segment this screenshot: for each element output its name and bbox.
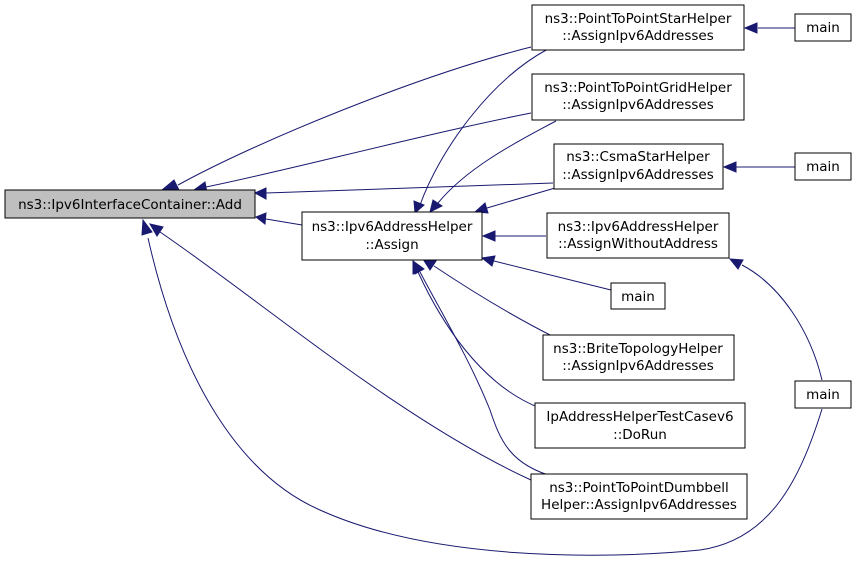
node-ipv6-interface-container-add[interactable]: ns3::Ipv6InterfaceContainer::Add (4, 189, 256, 219)
nodes: ns3::Ipv6InterfaceContainer::Add ns3::Ip… (4, 4, 852, 520)
edge-testcase-to-assign (417, 271, 541, 409)
edge-main-mid-to-assign (493, 260, 612, 291)
arrowhead-main-star-to-p2p-star (743, 22, 758, 34)
node-label-line-2: ::Assign (365, 237, 418, 253)
node-label-line-1: ns3::PointToPointGridHelper (544, 80, 732, 96)
arrowhead-main-mid-to-assign (480, 255, 496, 267)
arrowhead-p2p-star-to-add (160, 179, 180, 191)
node-brite-topology-helper-assign-ipv6[interactable]: ns3::BriteTopologyHelper ::AssignIpv6Add… (542, 334, 735, 381)
arrowhead-assign-to-add (255, 212, 267, 225)
edge-assign-to-add (265, 218, 303, 226)
node-label-line-2: ::AssignWithoutAddress (558, 236, 718, 252)
node-main-csma[interactable]: main (794, 152, 852, 181)
edge-p2p-star-to-add (177, 46, 532, 186)
arrowhead-p2p-star-to-assign (413, 200, 425, 215)
node-ipv6-address-helper-assign-without-address[interactable]: ns3::Ipv6AddressHelper ::AssignWithoutAd… (546, 212, 730, 259)
node-label-line-1: ns3::Ipv6AddressHelper (558, 219, 719, 235)
edge-csma-star-to-add (265, 182, 554, 194)
node-label: main (806, 20, 840, 36)
node-label-line-1: ns3::PointToPointDumbbell (549, 480, 729, 496)
arrowhead-main-right-to-assign-without (728, 258, 744, 270)
edge-p2p-star-to-assign (419, 48, 549, 206)
arrowhead-dumbbell-to-assign (412, 259, 425, 275)
node-label-line-1: ns3::CsmaStarHelper (566, 149, 710, 165)
edge-main-right-to-add (147, 237, 823, 556)
node-label-line-2: ::AssignIpv6Addresses (562, 97, 714, 113)
edge-p2p-grid-to-assign (437, 120, 557, 204)
node-label-line-1: ns3::Ipv6AddressHelper (312, 219, 473, 235)
arrowhead-dumbbell-to-add (148, 223, 164, 237)
node-main-star[interactable]: main (794, 13, 852, 42)
node-label-line-1: IpAddressHelperTestCasev6 (546, 409, 733, 425)
node-label-line-2: ::AssignIpv6Addresses (562, 28, 714, 44)
node-main-mid[interactable]: main (610, 282, 666, 310)
node-label-line-2: Helper::AssignIpv6Addresses (541, 497, 737, 513)
edge-dumbbell-to-assign (419, 271, 556, 478)
node-label-line-1: ns3::PointToPointStarHelper (545, 11, 732, 27)
arrowhead-assign-without-to-assign (481, 230, 496, 242)
arrowhead-main-csma-to-csma-star (722, 161, 737, 173)
edges (141, 22, 823, 556)
arrowhead-csma-star-to-add (253, 187, 267, 200)
node-label-line-1: ns3::BriteTopologyHelper (553, 341, 723, 357)
node-label: main (621, 289, 655, 305)
edge-brite-to-assign (433, 265, 557, 339)
node-label-line-2: ::AssignIpv6Addresses (562, 167, 714, 183)
node-csma-star-helper-assign-ipv6[interactable]: ns3::CsmaStarHelper ::AssignIpv6Addresse… (553, 143, 724, 190)
edge-p2p-grid-to-add (205, 112, 532, 188)
node-label-line-2: ::DoRun (613, 427, 667, 443)
node-p2p-dumbbell-helper-assign-ipv6[interactable]: ns3::PointToPointDumbbell Helper::Assign… (530, 473, 748, 520)
arrowhead-main-right-to-add (141, 218, 153, 236)
node-label-line-2: ::AssignIpv6Addresses (562, 358, 714, 374)
node-label: main (806, 159, 840, 175)
edge-dumbbell-to-add (159, 231, 532, 481)
node-main-right[interactable]: main (794, 380, 852, 409)
node-p2p-star-helper-assign-ipv6[interactable]: ns3::PointToPointStarHelper ::AssignIpv6… (531, 4, 745, 51)
node-label: ns3::Ipv6InterfaceContainer::Add (18, 197, 242, 213)
edge-csma-star-to-assign (486, 187, 556, 209)
edge-main-right-to-assign-without (741, 264, 823, 381)
arrowhead-brite-to-assign (421, 258, 437, 271)
node-label: main (806, 387, 840, 403)
node-ipv6-address-helper-assign[interactable]: ns3::Ipv6AddressHelper ::Assign (301, 211, 483, 261)
node-ip-address-helper-test-case-v6-do-run[interactable]: IpAddressHelperTestCasev6 ::DoRun (534, 402, 746, 449)
arrowhead-p2p-grid-to-assign (429, 199, 443, 213)
node-p2p-grid-helper-assign-ipv6[interactable]: ns3::PointToPointGridHelper ::AssignIpv6… (531, 73, 745, 121)
